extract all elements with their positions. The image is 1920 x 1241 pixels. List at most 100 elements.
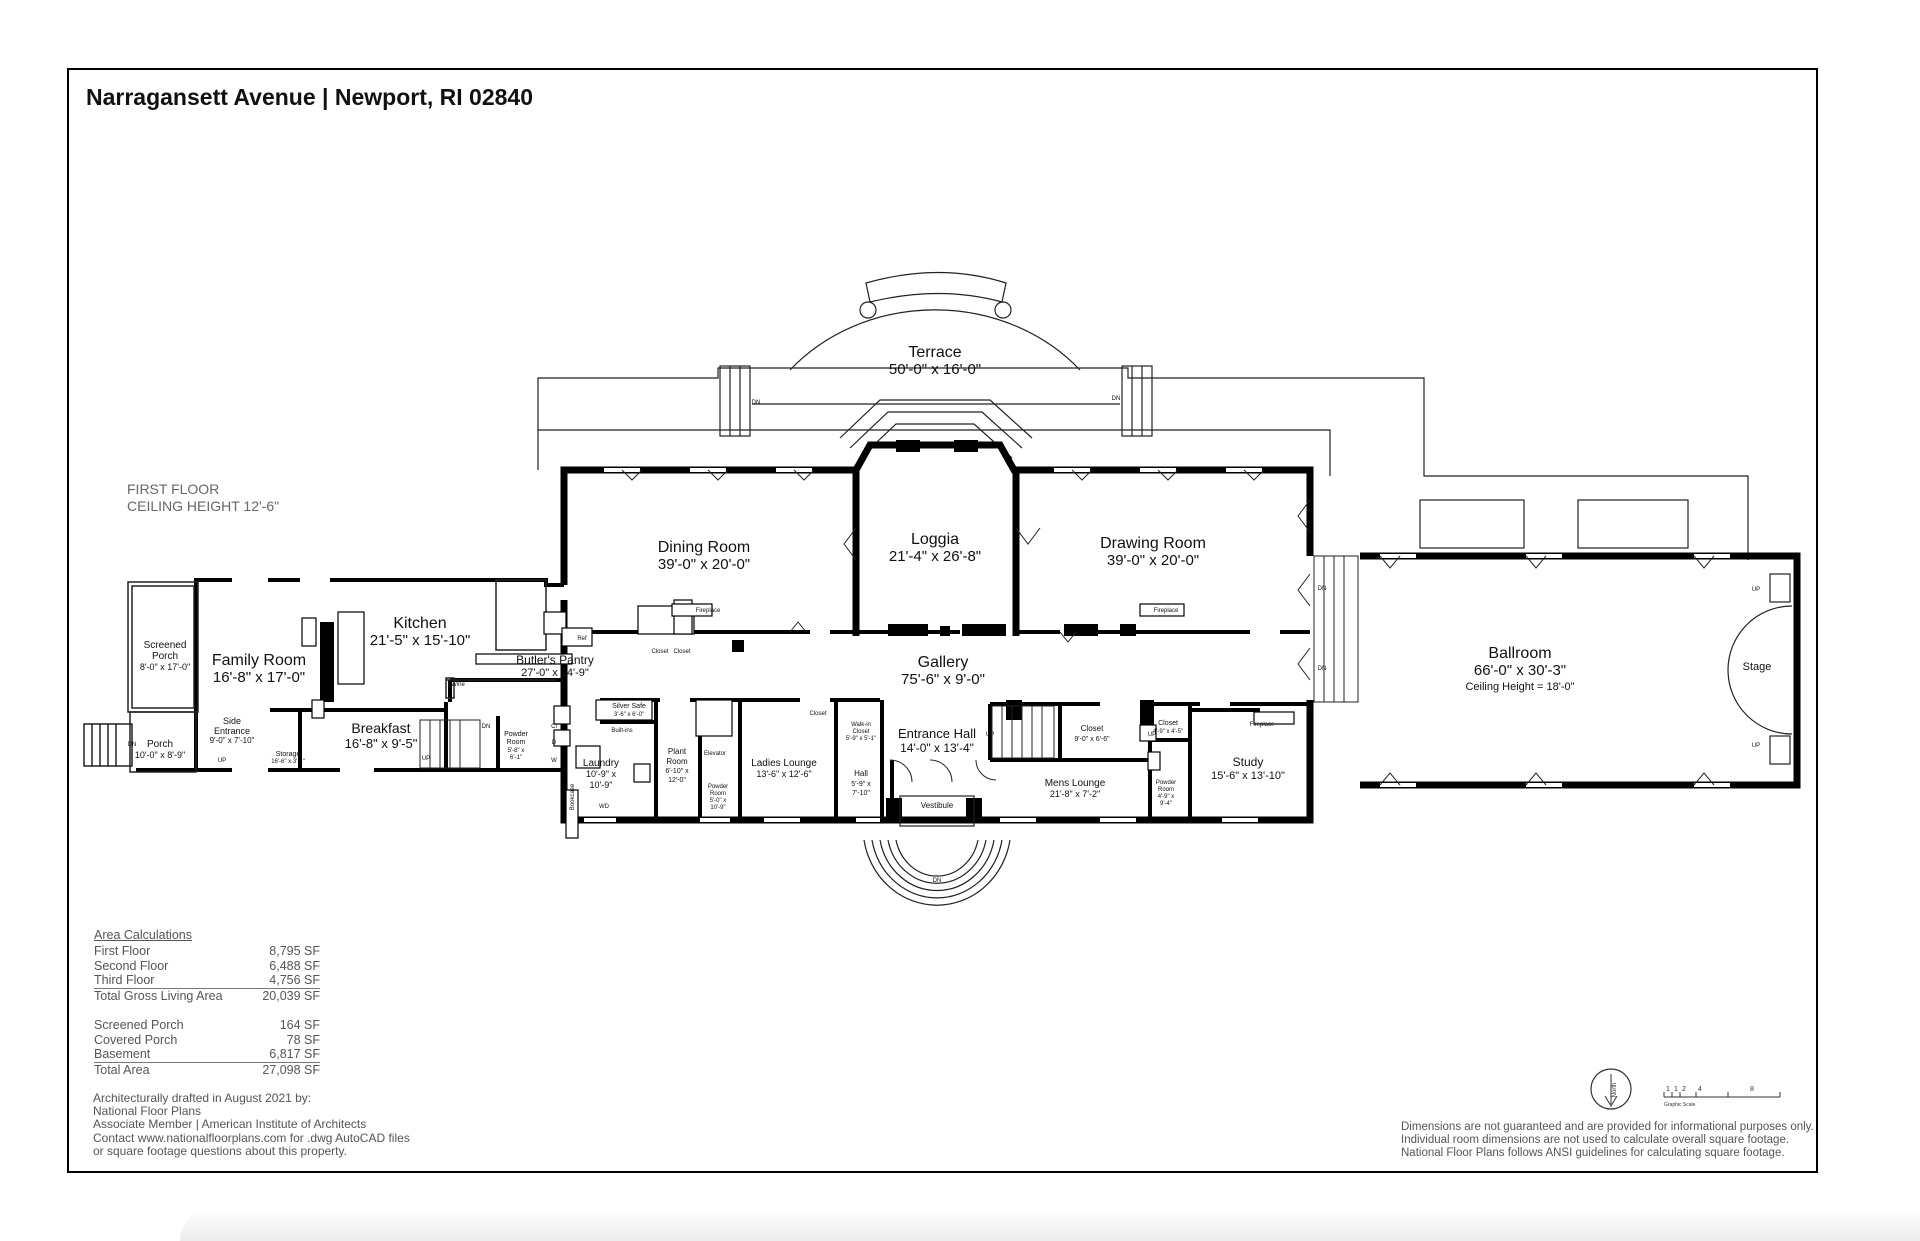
loggia-name: Loggia bbox=[911, 531, 959, 548]
powder-room-3-name-2: Room bbox=[1158, 787, 1174, 793]
closet-label-2: Closet bbox=[673, 649, 690, 655]
walk-in-closet-name: Walk-in bbox=[851, 722, 871, 728]
drafting-credits: Architecturally drafted in August 2021 b… bbox=[93, 1091, 410, 1158]
fixture-labels: Fireplace Fireplace Fireplace Closet Clo… bbox=[128, 396, 1761, 884]
family-room-name: Family Room bbox=[212, 652, 306, 669]
closet-1-name: Closet bbox=[1081, 724, 1104, 733]
kitchen-name: Kitchen bbox=[393, 615, 446, 632]
powder-room-3-dims-1: 4'-9" x bbox=[1158, 794, 1175, 800]
stage bbox=[1727, 573, 1793, 765]
family-room-dims: 16'-8" x 17'-0" bbox=[213, 669, 305, 686]
powder-room-3-dims-2: 9'-4" bbox=[1160, 801, 1172, 807]
powder-room-1-name-2: Room bbox=[507, 739, 526, 746]
ceiling-height-label: CEILING HEIGHT 12'-6" bbox=[127, 498, 280, 514]
vestibule-name: Vestibule bbox=[921, 801, 954, 810]
area-row: Covered Porch 78 SF bbox=[94, 1033, 320, 1048]
powder-room-2-dims-2: 10'-9" bbox=[710, 805, 725, 811]
closet-label-3: Closet bbox=[809, 711, 826, 717]
area-value: 6,817 SF bbox=[269, 1047, 320, 1062]
sheet-border bbox=[67, 68, 1818, 1173]
loggia-dims: 21'-4" x 26'-8" bbox=[889, 548, 981, 565]
plant-room-dims-1: 6'-10" x bbox=[665, 768, 689, 775]
fireplace-label-drawing: Fireplace bbox=[1154, 608, 1179, 614]
north-label: North bbox=[1612, 1083, 1618, 1098]
dn-label-front: DN bbox=[933, 878, 942, 884]
stage-name: Stage bbox=[1743, 661, 1772, 673]
storage-name: Storage bbox=[276, 751, 301, 758]
mens-lounge-name: Mens Lounge bbox=[1045, 778, 1106, 789]
dn-label-pantry: DN bbox=[482, 724, 491, 730]
hall-dims-2: 7'-10" bbox=[852, 790, 870, 797]
page-bottom-shadow bbox=[180, 1210, 1920, 1241]
laundry-name: Laundry bbox=[583, 758, 619, 769]
area-calculations: Area Calculations First Floor 8,795 SF S… bbox=[94, 928, 320, 1078]
ballroom-ceiling-note: Ceiling Height = 18'-0" bbox=[1465, 681, 1574, 693]
wd-label: WD bbox=[599, 804, 610, 810]
porch-name: Porch bbox=[147, 739, 173, 750]
screened-porch-name-2: Porch bbox=[152, 651, 178, 662]
area-value: 78 SF bbox=[286, 1032, 320, 1047]
area-label: Basement bbox=[94, 1047, 151, 1062]
fireplace-label-study: Fireplace bbox=[1250, 722, 1275, 728]
front-steps bbox=[863, 795, 1011, 906]
butlers-pantry-dims: 27'-0" x 14'-9" bbox=[521, 667, 589, 679]
drawing-room-dims: 39'-0" x 20'-0" bbox=[1107, 552, 1199, 569]
dining-room-dims: 39'-0" x 20'-0" bbox=[658, 556, 750, 573]
d-label: D bbox=[552, 740, 557, 746]
silver-safe-name: Silver Safe bbox=[612, 703, 646, 710]
dining-room-name: Dining Room bbox=[658, 539, 750, 556]
area-row: Second Floor 6,488 SF bbox=[94, 959, 320, 974]
ref-label: Ref bbox=[577, 636, 587, 642]
dn-label-terrace-right: DN bbox=[1112, 396, 1121, 402]
entrance-hall-dims: 14'-0" x 13'-4" bbox=[900, 741, 974, 755]
up-label-stage-bottom: UP bbox=[1752, 743, 1760, 749]
kitchen-dims: 21'-5" x 15'-10" bbox=[370, 632, 471, 649]
laundry-dims-2: 10'-9" bbox=[590, 780, 613, 790]
plant-room-name: Plant bbox=[668, 747, 687, 756]
up-label-closet2: UP bbox=[1148, 732, 1156, 738]
ballroom-name: Ballroom bbox=[1488, 645, 1551, 662]
plant-room-dims-2: 12'-0" bbox=[668, 777, 686, 784]
study-dims: 15'-6" x 13'-10" bbox=[1211, 770, 1285, 782]
area-label: Covered Porch bbox=[94, 1032, 178, 1047]
closet-2-name: Closet bbox=[1158, 720, 1178, 727]
side-entrance-name-2: Entrance bbox=[214, 726, 250, 736]
door-swings bbox=[621, 469, 1715, 786]
up-label-breakfast: UP bbox=[422, 756, 430, 762]
room-labels: Terrace 50'-0" x 16'-0" Dining Room 39'-… bbox=[135, 344, 1772, 811]
dn-label-ballroom-1: DN bbox=[1318, 586, 1327, 592]
side-entrance-name: Side bbox=[223, 716, 241, 726]
terrace-dims: 50'-0" x 16'-0" bbox=[889, 361, 981, 378]
silver-safe-dims: 3'-6" x 6'-0" bbox=[614, 712, 644, 718]
up-label-west: UP bbox=[218, 758, 226, 764]
powder-room-1-name: Powder bbox=[504, 731, 528, 738]
disclaimer-line: Dimensions are not guaranteed and are pr… bbox=[1401, 1121, 1814, 1133]
walk-in-closet-dims: 5'-9" x 5'-1" bbox=[846, 736, 876, 742]
area-label: Second Floor bbox=[94, 958, 169, 973]
disclaimer-line: National Floor Plans follows ANSI guidel… bbox=[1401, 1147, 1785, 1160]
ladies-lounge-name: Ladies Lounge bbox=[751, 758, 817, 769]
up-label-mens: UP bbox=[986, 732, 994, 738]
screened-porch-name: Screened bbox=[144, 640, 187, 651]
area-label: Third Floor bbox=[94, 973, 155, 988]
fireplace-label-dining: Fireplace bbox=[696, 608, 721, 614]
area-row-total: Total Area 27,098 SF bbox=[94, 1063, 320, 1078]
disclaimer-line: Individual room dimensions are not used … bbox=[1401, 1134, 1790, 1147]
cl-label: Cl bbox=[551, 724, 557, 730]
breakfast-dims: 16'-8" x 9'-5" bbox=[345, 736, 418, 751]
scale-label: Graphic Scale bbox=[1664, 1102, 1696, 1108]
north-arrow: North bbox=[1590, 1068, 1632, 1110]
scale-tick-1: 1 bbox=[1674, 1086, 1678, 1093]
closet-1-dims: 9'-0" x 6'-6" bbox=[1074, 736, 1110, 743]
area-row: First Floor 8,795 SF bbox=[94, 944, 320, 959]
screened-porch-dims: 8'-0" x 17'-0" bbox=[140, 662, 190, 672]
up-label-stage-top: UP bbox=[1752, 587, 1760, 593]
closet-label-1: Closet bbox=[651, 649, 668, 655]
area-value: 164 SF bbox=[279, 1017, 320, 1032]
entrance-hall-name: Entrance Hall bbox=[898, 726, 976, 741]
wall-blocks bbox=[320, 440, 1154, 820]
terrace-outline bbox=[537, 271, 1749, 560]
laundry-dims-1: 10'-9" x bbox=[586, 769, 616, 779]
floor-label: FIRST FLOOR bbox=[127, 481, 220, 497]
area-label: Total Gross Living Area bbox=[94, 989, 223, 1004]
